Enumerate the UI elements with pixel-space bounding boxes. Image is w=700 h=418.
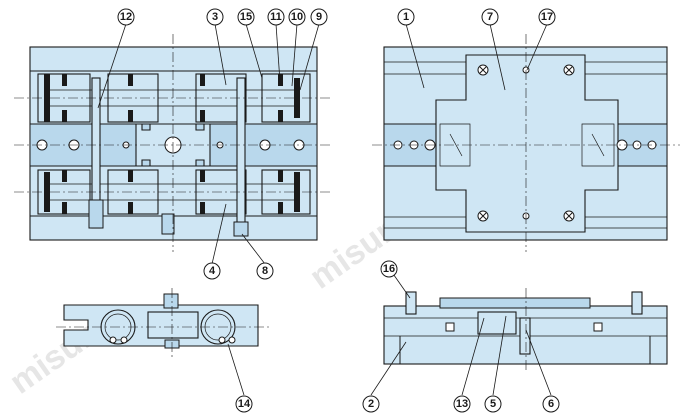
top-right-view (372, 34, 680, 252)
callout-14-label: 14 (238, 398, 251, 410)
table-plate (435, 54, 619, 233)
callout-12-label: 12 (120, 11, 132, 23)
callout-17: 17 (538, 8, 556, 26)
callout-4-label: 4 (209, 265, 216, 277)
callout-9: 9 (310, 8, 328, 26)
guide-rod-right (236, 77, 246, 229)
callout-10: 10 (288, 8, 306, 26)
bottom-left-view (56, 288, 272, 360)
bottom-right-view (383, 288, 668, 372)
callout-9-label: 9 (316, 11, 322, 23)
callout-3-label: 3 (212, 11, 218, 23)
callout-14: 14 (235, 395, 253, 413)
callout-15-label: 15 (240, 11, 252, 23)
callout-7-label: 7 (487, 11, 493, 23)
callout-13: 13 (453, 395, 471, 413)
callout-15: 15 (237, 8, 255, 26)
callout-16-label: 16 (383, 263, 395, 275)
callout-5: 5 (484, 395, 502, 413)
callout-8: 8 (256, 262, 274, 280)
top-left-view (14, 34, 332, 252)
callout-11-label: 11 (270, 11, 282, 23)
leader-lines (97, 23, 552, 396)
callout-13-label: 13 (456, 398, 468, 410)
callout-6-label: 6 (548, 398, 554, 410)
callout-5-label: 5 (490, 398, 496, 410)
callout-3: 3 (206, 8, 224, 26)
callout-8-label: 8 (262, 265, 268, 277)
callout-1-label: 1 (403, 11, 409, 23)
callout-7: 7 (481, 8, 499, 26)
callout-16: 16 (380, 260, 398, 278)
callout-10-label: 10 (291, 11, 303, 23)
callout-11: 11 (267, 8, 285, 26)
callout-2-label: 2 (368, 398, 374, 410)
callout-4: 4 (203, 262, 221, 280)
callout-12: 12 (117, 8, 135, 26)
callout-1: 1 (397, 8, 415, 26)
callout-6: 6 (542, 395, 560, 413)
callout-2: 2 (362, 395, 380, 413)
callout-17-label: 17 (541, 11, 553, 23)
